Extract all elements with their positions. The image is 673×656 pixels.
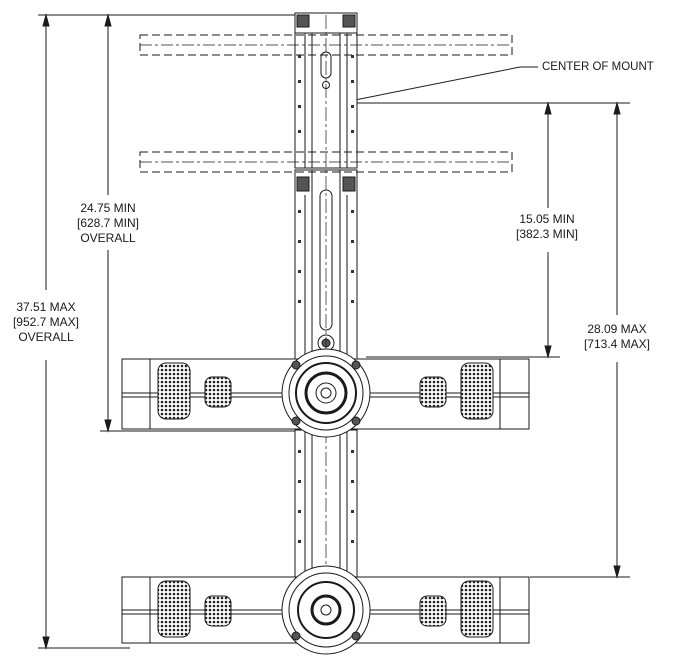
dimension-overall-max: 37.51 MAX [952.7 MAX] OVERALL <box>6 300 86 345</box>
dimension-overall-min-imperial: 24.75 MIN <box>80 201 136 215</box>
dimension-center-max-metric: [713.4 MAX] <box>583 337 651 351</box>
dimension-overall-min-metric: [628.7 MIN] <box>76 216 140 230</box>
dimension-overall-max-imperial: 37.51 MAX <box>16 300 76 314</box>
dimension-center-max-imperial: 28.09 MAX <box>587 322 647 336</box>
phantom-bar-top <box>139 34 513 56</box>
dimension-overall-min: 24.75 MIN [628.7 MIN] OVERALL <box>66 201 150 246</box>
dimension-overall-max-metric: [952.7 MAX] <box>12 315 80 329</box>
vertical-column <box>294 12 358 650</box>
dimension-center-min-imperial: 15.05 MIN <box>519 212 575 226</box>
bottom-shelf <box>121 565 530 655</box>
phantom-bar-middle <box>139 151 513 173</box>
dimension-center-min: 15.05 MIN [382.3 MIN] <box>504 212 590 242</box>
upper-shelf <box>121 348 530 438</box>
dimension-overall-min-note: OVERALL <box>80 231 136 245</box>
dimension-center-max: 28.09 MAX [713.4 MAX] <box>573 322 661 352</box>
dimension-center-min-metric: [382.3 MIN] <box>515 227 579 241</box>
callout-center-of-mount: CENTER OF MOUNT <box>542 61 654 73</box>
dimension-overall-max-note: OVERALL <box>18 330 74 344</box>
dimension-lines <box>38 13 630 650</box>
